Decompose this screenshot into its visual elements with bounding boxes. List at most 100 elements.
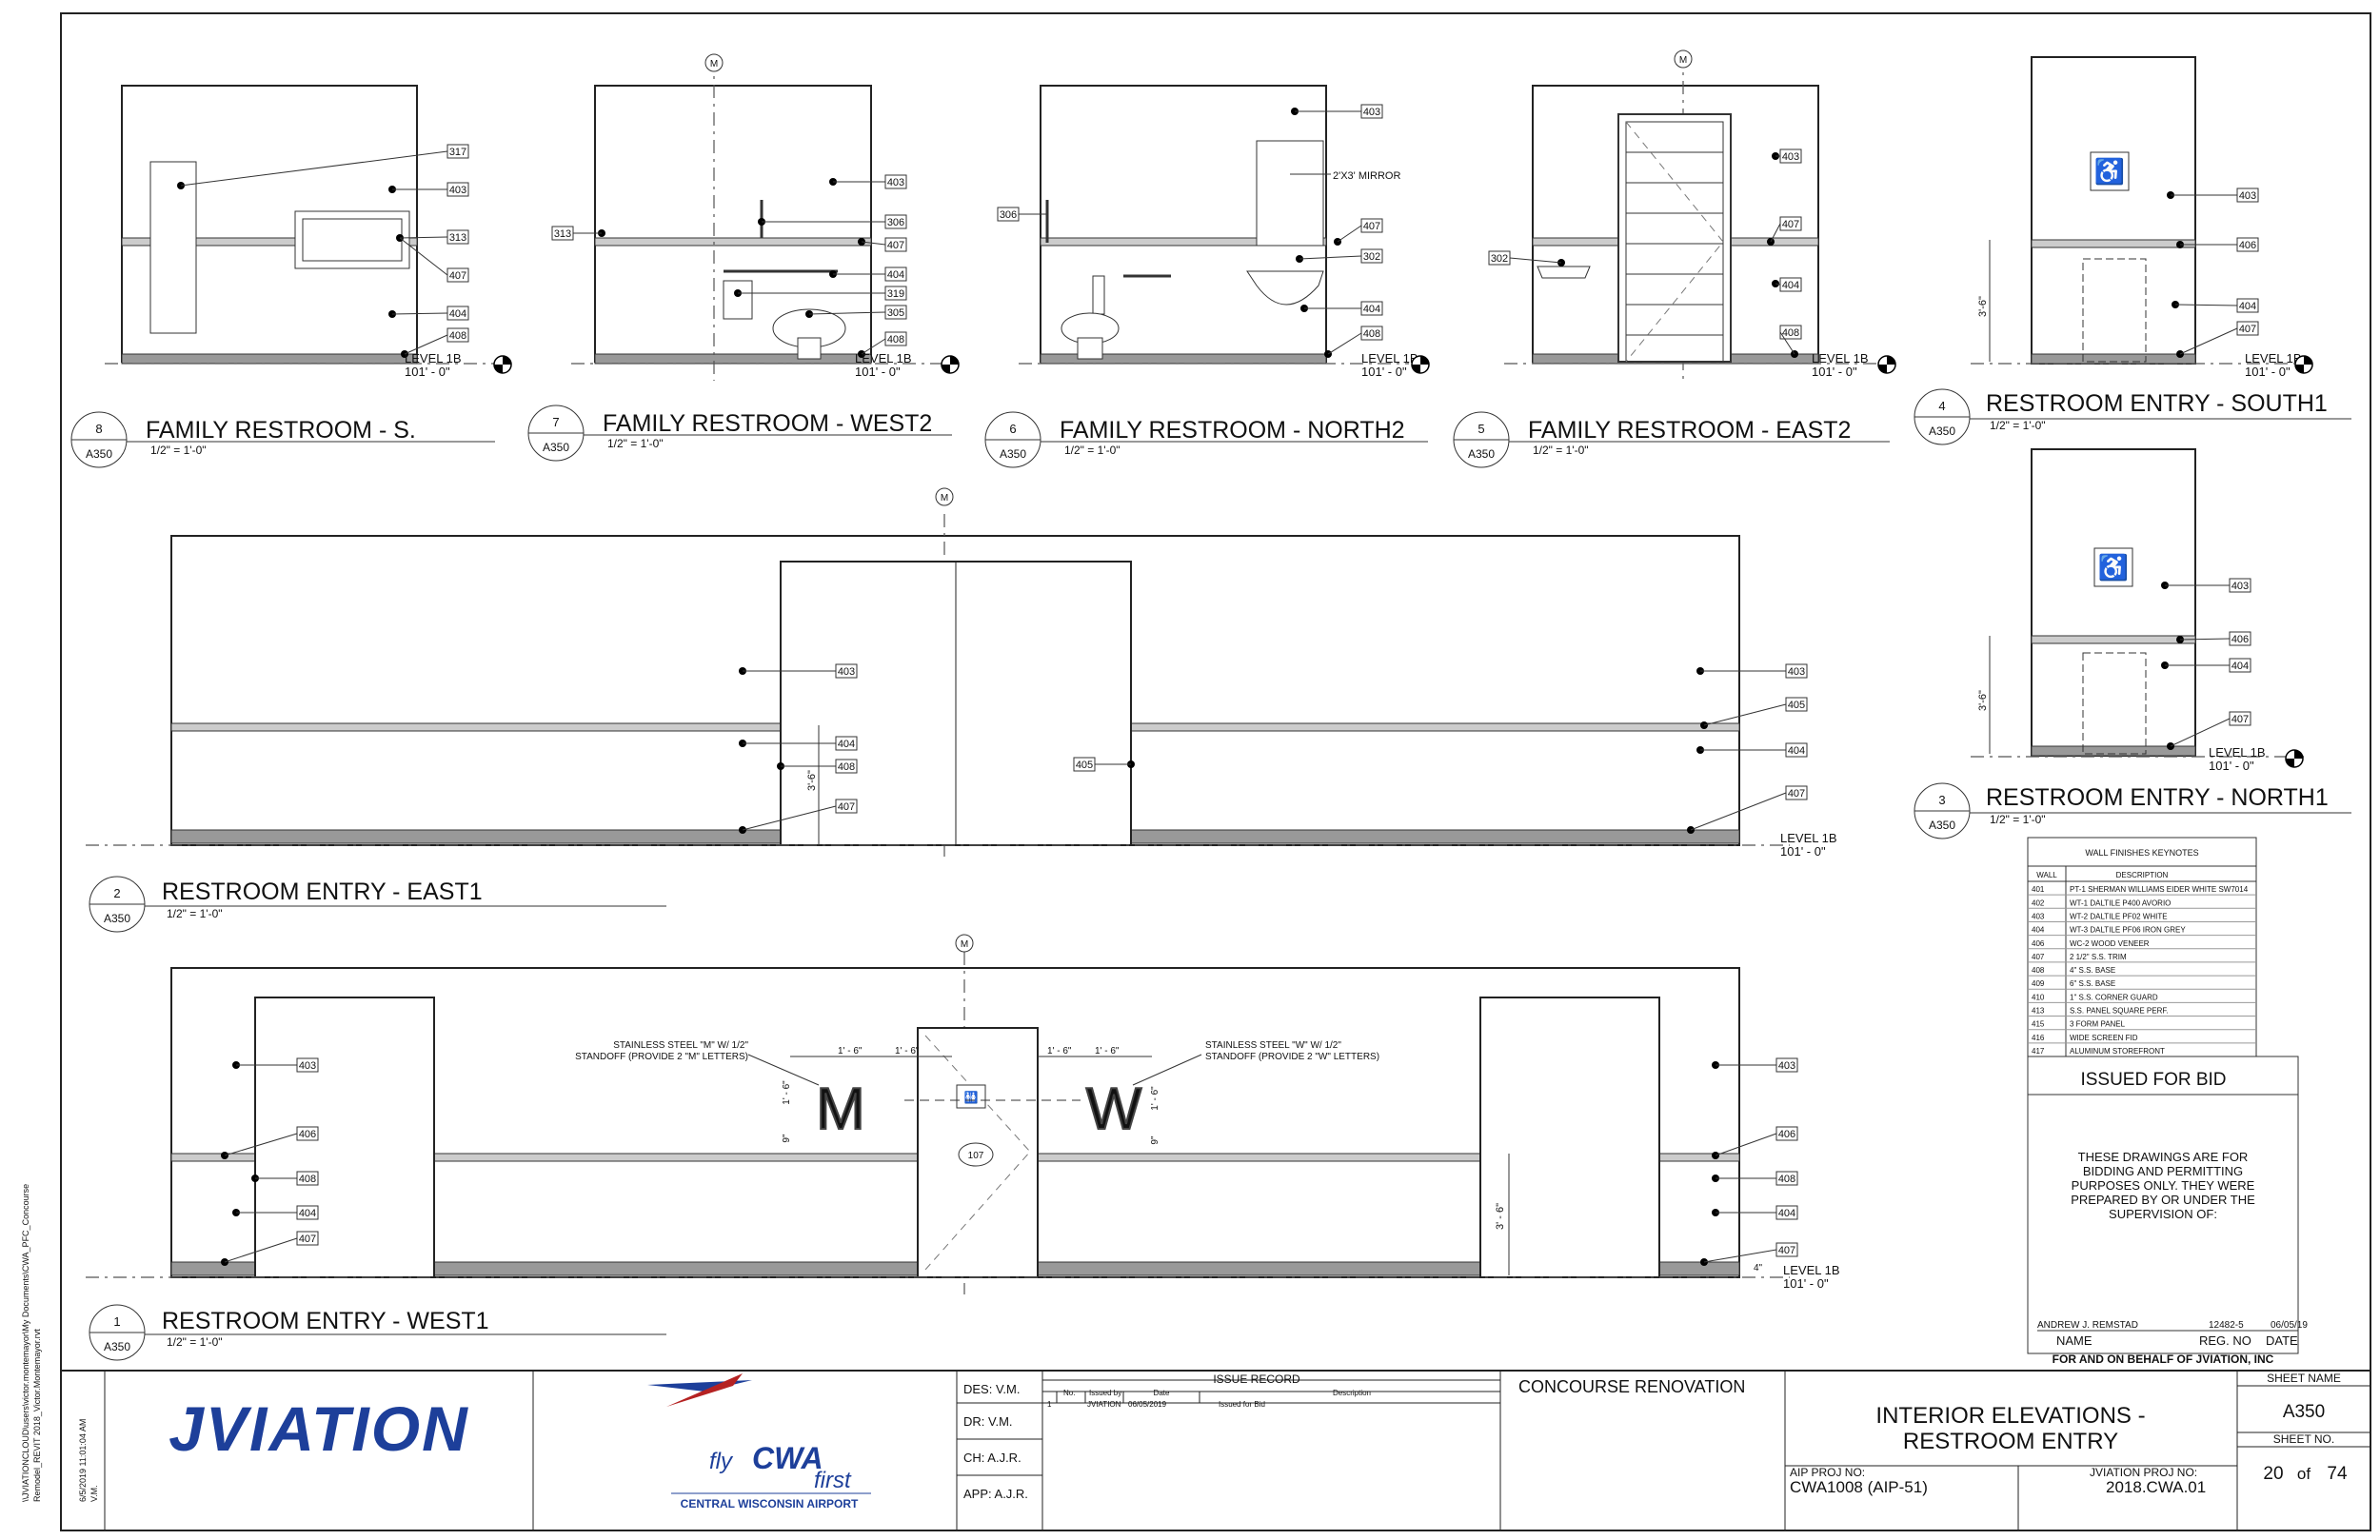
svg-text:101' - 0": 101' - 0" (1780, 844, 1826, 859)
keynote-description: WT-2 DALTILE PF02 WHITE (2070, 912, 2168, 920)
svg-text:CH: A.J.R.: CH: A.J.R. (963, 1451, 1021, 1465)
svg-text:DES: V.M.: DES: V.M. (963, 1382, 1020, 1396)
svg-text:3' - 6": 3' - 6" (1495, 1203, 1506, 1230)
keynote-code: 406 (2032, 939, 2045, 948)
svg-text:A350: A350 (104, 912, 130, 925)
project-name: CONCOURSE RENOVATION (1518, 1377, 1745, 1396)
keynote-description: WC-2 WOOD VENEER (2070, 939, 2150, 948)
svg-text:SHEET NAME: SHEET NAME (2267, 1372, 2341, 1385)
svg-text:319: 319 (887, 288, 904, 300)
svg-text:1' - 6": 1' - 6" (1047, 1046, 1072, 1056)
svg-text:405: 405 (1076, 760, 1093, 771)
svg-text:407: 407 (2239, 324, 2256, 335)
svg-text:LEVEL 1B: LEVEL 1B (2209, 745, 2266, 760)
svg-text:408: 408 (299, 1174, 316, 1185)
svg-text:APP: A.J.R.: APP: A.J.R. (963, 1487, 1028, 1501)
svg-text:407: 407 (838, 801, 855, 813)
svg-text:LEVEL 1B: LEVEL 1B (1361, 351, 1418, 365)
svg-text:FAMILY RESTROOM - WEST2: FAMILY RESTROOM - WEST2 (603, 410, 932, 437)
svg-text:408: 408 (887, 334, 904, 346)
keynote-description: 3 FORM PANEL (2070, 1020, 2126, 1029)
svg-text:BIDDING AND PERMITTING: BIDDING AND PERMITTING (2083, 1164, 2243, 1178)
keynote-description: 2 1/2" S.S. TRIM (2070, 953, 2127, 961)
svg-text:Issued for Bid: Issued for Bid (1219, 1400, 1265, 1409)
svg-text:LEVEL 1B: LEVEL 1B (1812, 351, 1869, 365)
svg-text:101' - 0": 101' - 0" (1361, 365, 1407, 379)
svg-text:A350: A350 (1929, 424, 1955, 438)
svg-text:Date: Date (1154, 1389, 1170, 1397)
svg-text:CWA: CWA (752, 1441, 823, 1475)
letter-m: M (816, 1076, 865, 1142)
keynote-code: 404 (2032, 926, 2045, 935)
svg-text:STANDOFF (PROVIDE 2 "W" LETTER: STANDOFF (PROVIDE 2 "W" LETTERS) (1205, 1052, 1379, 1062)
svg-text:403: 403 (887, 177, 904, 188)
svg-text:M: M (1679, 55, 1687, 66)
svg-text:317: 317 (449, 147, 466, 158)
svg-text:1' - 6": 1' - 6" (782, 1080, 792, 1105)
svg-text:407: 407 (1363, 221, 1380, 232)
svg-text:PREPARED BY OR UNDER THE: PREPARED BY OR UNDER THE (2071, 1193, 2255, 1207)
svg-text:101' - 0": 101' - 0" (1783, 1276, 1829, 1291)
level-elevation: 101' - 0" (405, 365, 450, 379)
svg-text:NAME: NAME (2056, 1333, 2092, 1348)
letter-w: W (1086, 1076, 1142, 1142)
view-title: FAMILY RESTROOM - S. (146, 417, 416, 444)
door-tag: 107 (968, 1151, 984, 1161)
svg-text:RESTROOM ENTRY: RESTROOM ENTRY (1903, 1429, 2118, 1454)
svg-text:of: of (2297, 1465, 2311, 1483)
svg-text:Issued by: Issued by (1089, 1389, 1121, 1397)
elevation-7: M 313 403 306 407 404 319 305 408 LEVEL … (551, 53, 960, 381)
svg-text:A350: A350 (1000, 447, 1026, 461)
keynote-code: 407 (2032, 953, 2045, 961)
svg-text:408: 408 (838, 761, 855, 773)
svg-text:3'-6": 3'-6" (1977, 690, 1989, 711)
svg-text:408: 408 (1363, 328, 1380, 340)
issued-for-bid-panel: ISSUED FOR BID THESE DRAWINGS ARE FOR BI… (2027, 1056, 2308, 1366)
view-titles: 8 A350 FAMILY RESTROOM - S. 1/2" = 1'-0"… (70, 388, 2351, 1361)
svg-text:405: 405 (1788, 700, 1805, 711)
svg-text:V.M.: V.M. (89, 1485, 99, 1502)
svg-text:M: M (941, 493, 948, 503)
svg-text:Remodel_REVIT 2018_Victor.Mont: Remodel_REVIT 2018_Victor.Montemayor.rvt (32, 1329, 42, 1502)
svg-text:407: 407 (299, 1234, 316, 1245)
svg-text:313: 313 (449, 232, 466, 244)
svg-text:4: 4 (1938, 399, 1945, 413)
svg-text:407: 407 (1788, 788, 1805, 800)
sheet-number: 20 (2263, 1464, 2283, 1484)
keynote-code: 402 (2032, 898, 2045, 907)
svg-text:403: 403 (1363, 107, 1380, 118)
keynote-description: WT-1 DALTILE P400 AVORIO (2070, 898, 2171, 907)
keynote-description: 4" S.S. BASE (2070, 966, 2115, 975)
svg-text:first: first (814, 1468, 852, 1493)
keynote-code: 401 (2032, 885, 2045, 894)
svg-text:404: 404 (2231, 661, 2249, 672)
keynote-code: 408 (2032, 966, 2045, 975)
svg-text:1' - 6": 1' - 6" (838, 1046, 863, 1056)
cwa-logo: fly CWA first CENTRAL WISCONSIN AIRPORT (647, 1373, 871, 1510)
svg-text:JVIATION PROJ NO:: JVIATION PROJ NO: (2090, 1466, 2197, 1479)
svg-text:1/2" = 1'-0": 1/2" = 1'-0" (607, 437, 664, 450)
svg-text:101' - 0": 101' - 0" (2209, 759, 2254, 773)
svg-text:313: 313 (554, 228, 571, 240)
keynote-description: 1" S.S. CORNER GUARD (2070, 993, 2158, 1001)
svg-text:DESCRIPTION: DESCRIPTION (2116, 871, 2169, 879)
elevation-5: M 302 403 407 404 408 LEVEL 1B 101' - 0" (1488, 49, 1896, 381)
svg-text:🚻: 🚻 (964, 1091, 979, 1104)
svg-text:1/2" = 1'-0": 1/2" = 1'-0" (1990, 813, 2046, 826)
svg-text:8: 8 (95, 422, 102, 436)
svg-text:74: 74 (2327, 1464, 2348, 1484)
level-label: LEVEL 1B (405, 351, 462, 365)
svg-text:3'-6": 3'-6" (1977, 296, 1989, 317)
svg-text:3'-6": 3'-6" (806, 770, 818, 791)
svg-text:ISSUE RECORD: ISSUE RECORD (1213, 1372, 1300, 1386)
svg-text:407: 407 (1778, 1245, 1795, 1256)
keynote-description: S.S. PANEL SQUARE PERF. (2070, 1007, 2169, 1016)
svg-text:A350: A350 (1929, 819, 1955, 832)
svg-text:RESTROOM ENTRY - SOUTH1: RESTROOM ENTRY - SOUTH1 (1986, 390, 2328, 417)
svg-text:PURPOSES ONLY. THEY WERE: PURPOSES ONLY. THEY WERE (2072, 1178, 2255, 1193)
svg-text:1: 1 (113, 1314, 120, 1329)
svg-text:408: 408 (449, 330, 466, 342)
svg-text:403: 403 (1782, 151, 1799, 163)
svg-text:403: 403 (1788, 666, 1805, 678)
